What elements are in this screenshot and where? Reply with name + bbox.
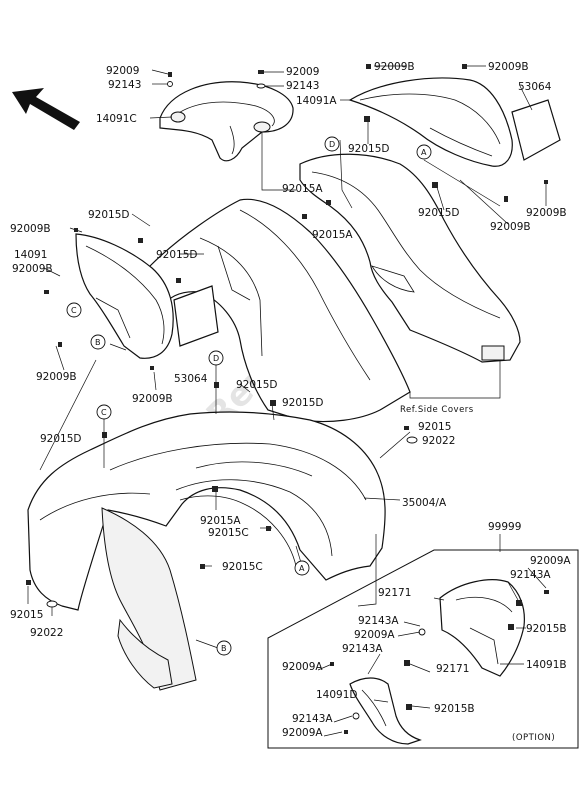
label-14091B: 14091B — [526, 659, 567, 671]
label-14091D: 14091D — [316, 689, 358, 701]
label-92143A-a: 92143A — [358, 615, 399, 627]
label-92009B-l2: 92009B — [12, 263, 53, 275]
grill-53064-mid — [173, 285, 219, 347]
option-box — [267, 549, 579, 749]
label-92143A-b: 92143A — [342, 643, 383, 655]
svg-text:A: A — [299, 564, 305, 573]
ref-marker-A-top: A — [416, 144, 432, 160]
label-92143A-d: 92143A — [292, 713, 333, 725]
ref-marker-D-mid: D — [208, 350, 224, 366]
leader-lines — [27, 65, 547, 649]
label-92171-a: 92171 — [378, 587, 411, 599]
grill-53064-top — [511, 99, 561, 161]
svg-text:C: C — [71, 306, 77, 315]
label-ref-side-covers: Ref.Side Covers — [400, 405, 474, 415]
label-92015B-a: 92015B — [526, 623, 567, 635]
svg-text:D: D — [329, 140, 335, 149]
label-14091A: 14091A — [296, 95, 337, 107]
label-92022-bl: 92022 — [30, 627, 63, 639]
label-99999: 99999 — [488, 521, 521, 533]
svg-text:B: B — [95, 338, 101, 347]
cover-14091A — [348, 77, 513, 167]
svg-text:C: C — [101, 408, 107, 417]
label-92143A-c: 92143A — [510, 569, 551, 581]
label-92009-tm: 92009 — [286, 66, 319, 78]
label-92009A-a: 92009A — [354, 629, 395, 641]
label-92015D-left: 92015D — [40, 433, 82, 445]
label-92009-tl: 92009 — [106, 65, 139, 77]
label-92015-bl: 92015 — [10, 609, 43, 621]
label-92015D-l: 92015D — [88, 209, 130, 221]
label-92015D-b: 92015D — [418, 207, 460, 219]
label-92015C-a: 92015C — [208, 527, 249, 539]
label-92015A-b: 92015A — [312, 229, 353, 241]
front-fender-upper — [149, 198, 411, 423]
ref-marker-A-bottom: A — [294, 560, 310, 576]
label-14091: 14091 — [14, 249, 47, 261]
label-92009A-d: 92009A — [282, 727, 323, 739]
ref-marker-C-left: C — [66, 302, 82, 318]
label-92015D-m: 92015D — [156, 249, 198, 261]
front-fender-main — [27, 411, 386, 691]
label-92015D-c1: 92015D — [236, 379, 278, 391]
label-92015A-a: 92015A — [282, 183, 323, 195]
svg-text:D: D — [213, 354, 219, 363]
side-cover-right — [299, 153, 521, 363]
front-direction-arrow-icon — [12, 88, 80, 130]
label-35004A: 35004/A — [402, 497, 447, 509]
label-92015-r: 92015 — [418, 421, 451, 433]
label-92009A-b: 92009A — [282, 661, 323, 673]
ref-marker-B-bottom: B — [216, 640, 232, 656]
label-53064-mid: 53064 — [174, 373, 208, 385]
label-92009B-r2: 92009B — [490, 221, 531, 233]
cover-14091 — [75, 233, 174, 359]
label-92009B-r1: 92009B — [526, 207, 567, 219]
label-92015D-a: 92015D — [348, 143, 390, 155]
label-92015D-c2: 92015D — [282, 397, 324, 409]
label-92009B-l1: 92009B — [10, 223, 51, 235]
cover-14091C — [159, 81, 294, 162]
label-92015A-c: 92015A — [200, 515, 241, 527]
label-92143-tm: 92143 — [286, 80, 319, 92]
label-92171-b: 92171 — [436, 663, 469, 675]
svg-text:B: B — [221, 644, 227, 653]
label-92143-tl: 92143 — [108, 79, 141, 91]
label-14091C: 14091C — [96, 113, 137, 125]
ref-marker-D-top: D — [324, 136, 340, 152]
label-92015B-b: 92015B — [434, 703, 475, 715]
svg-text:A: A — [421, 148, 427, 157]
ref-marker-C-mid: C — [96, 404, 112, 420]
label-92009A-c: 92009A — [530, 555, 571, 567]
ref-marker-B-left: B — [90, 334, 106, 350]
label-92015C-b: 92015C — [222, 561, 263, 573]
label-53064-top: 53064 — [518, 81, 552, 93]
label-92009B-top2: 92009B — [488, 61, 529, 73]
label-option: (OPTION) — [512, 733, 555, 743]
label-92009B-top: 92009B — [374, 61, 415, 73]
label-92009B-l3: 92009B — [36, 371, 77, 383]
label-92022-r: 92022 — [422, 435, 455, 447]
label-92009B-l4: 92009B — [132, 393, 173, 405]
